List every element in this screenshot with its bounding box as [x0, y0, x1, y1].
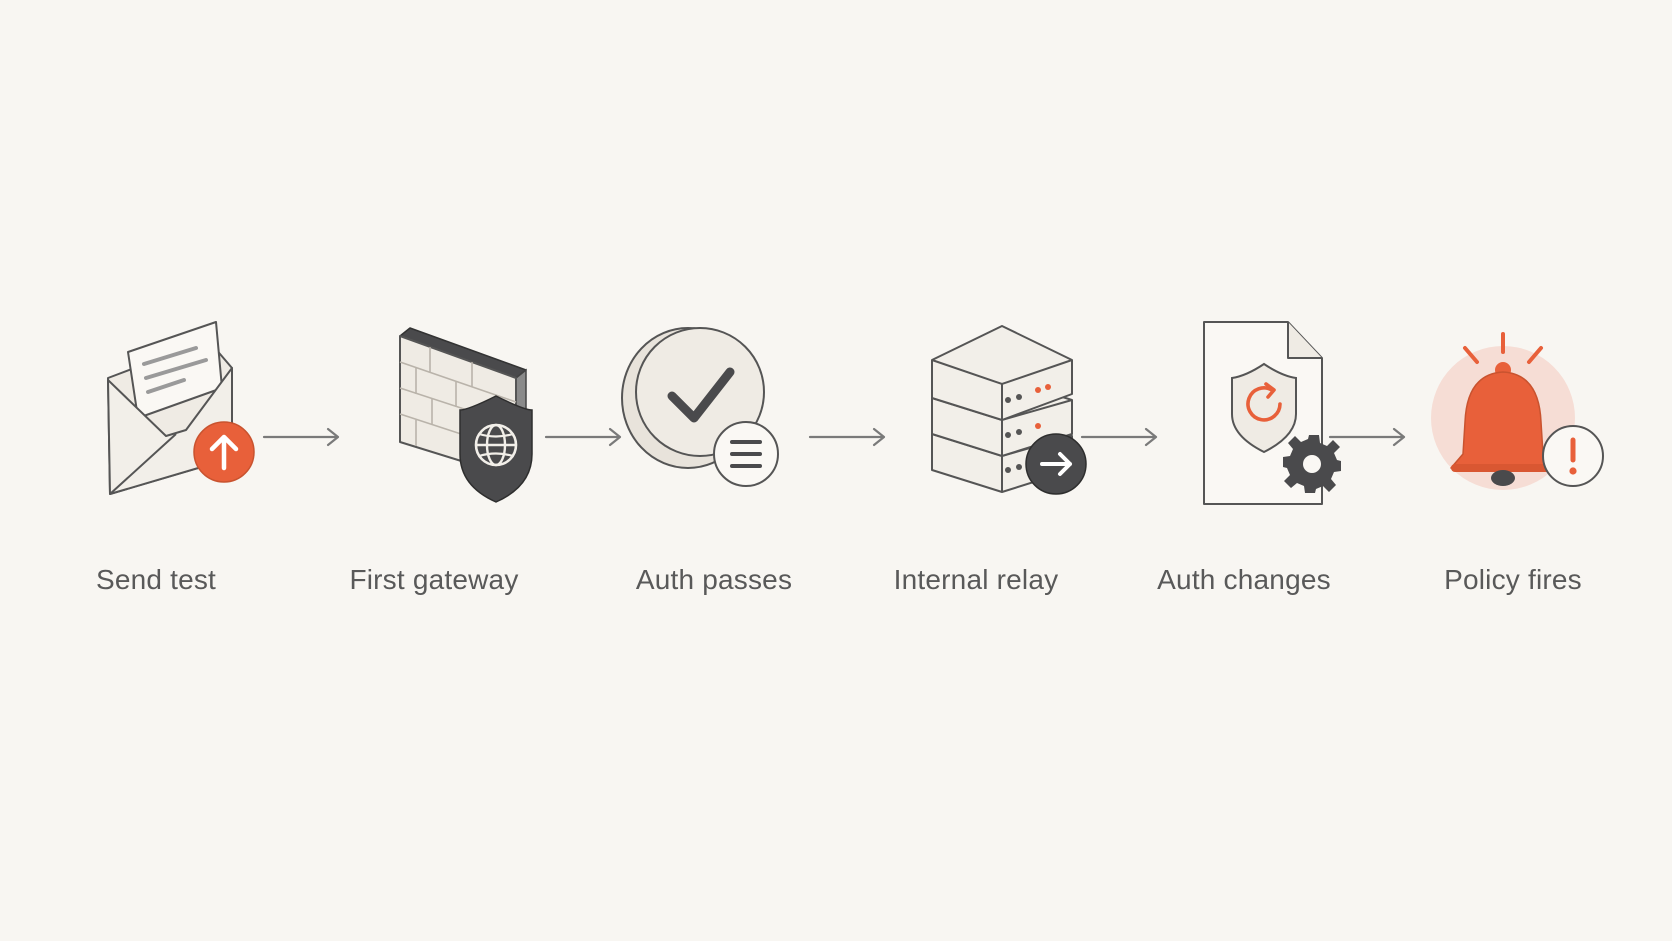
server-stack-forward-icon	[931, 325, 1087, 495]
arrow-right-icon	[1080, 427, 1158, 447]
step-policy-fires: Policy fires	[1393, 318, 1633, 618]
arrow-right-icon	[1328, 427, 1406, 447]
document-shield-gear-icon	[1203, 321, 1341, 505]
arrow-right-icon	[262, 427, 340, 447]
arrow-right-icon	[544, 427, 622, 447]
step-label: First gateway	[349, 564, 519, 595]
step-label: Internal relay	[893, 564, 1059, 595]
envelope-upload-icon	[107, 321, 255, 495]
step-internal-relay: Internal relay	[856, 318, 1096, 618]
step-label: Auth passes	[635, 564, 793, 595]
step-send-test: Send test	[36, 318, 276, 618]
step-label: Policy fires	[1444, 564, 1582, 595]
step-first-gateway: First gateway	[314, 318, 554, 618]
check-badge-icon	[621, 327, 779, 487]
firewall-shield-globe-icon	[399, 327, 533, 503]
alert-bell-icon	[1431, 332, 1604, 490]
arrow-right-icon	[808, 427, 886, 447]
step-auth-changes: Auth changes	[1124, 318, 1364, 618]
step-label: Auth changes	[1157, 564, 1331, 595]
step-auth-passes: Auth passes	[594, 318, 834, 618]
step-label: Send test	[95, 564, 217, 595]
